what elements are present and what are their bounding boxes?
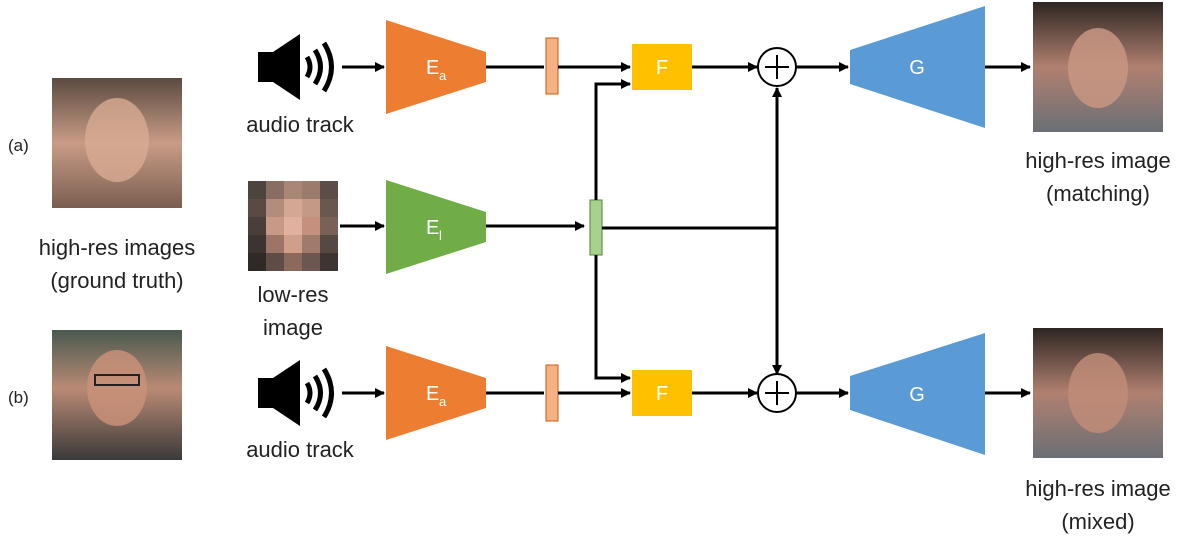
image-encoder-label: E — [426, 217, 439, 239]
audio-track-label-a: audio track — [246, 112, 355, 137]
ground-truth-label-line2: (ground truth) — [50, 268, 183, 293]
audio-encoder-subscript-a: a — [439, 68, 447, 83]
face-shape — [87, 350, 147, 426]
audio-encoder-label-a: E — [426, 57, 439, 79]
output-mixed-label-line2: (mixed) — [1061, 509, 1134, 534]
audio-embedding-a — [545, 37, 559, 95]
output-matching-label-line1: high-res image — [1025, 148, 1171, 173]
face-shape — [1068, 353, 1128, 433]
generator-label-b: G — [909, 384, 925, 406]
low-res-image — [248, 181, 338, 271]
image-encoder-block — [386, 180, 486, 274]
image-encoder-subscript: l — [439, 228, 442, 243]
face-shape — [85, 98, 149, 182]
audio-encoder-label-b: E — [426, 383, 439, 405]
image-embedding — [589, 199, 603, 256]
generator-label-a: G — [909, 57, 925, 79]
arrow — [594, 79, 631, 200]
plus-node-a — [757, 47, 797, 87]
fusion-label-b: F — [656, 383, 668, 405]
audio-encoder-block-a — [386, 20, 486, 114]
row-b-tag: (b) — [8, 388, 29, 407]
output-mixed-label-line1: high-res image — [1025, 476, 1171, 501]
ground-truth-label-line1: high-res images — [39, 235, 196, 260]
fusion-label-a: F — [656, 57, 668, 79]
audio-encoder-block-b — [386, 346, 486, 440]
face-shape — [1068, 28, 1128, 108]
audio-encoder-subscript-b: a — [439, 394, 447, 409]
fusion-block-b — [632, 370, 692, 416]
low-res-label-line2: image — [263, 315, 323, 340]
speaker-icon — [258, 360, 334, 426]
low-res-label-line1: low-res — [258, 282, 329, 307]
plus-node-b — [757, 373, 797, 413]
audio-track-label-b: audio track — [246, 437, 355, 462]
audio-embedding-b — [545, 364, 559, 422]
speaker-icon — [258, 34, 334, 100]
arrow — [594, 255, 631, 383]
row-a-tag: (a) — [8, 136, 29, 155]
glasses-shape — [94, 374, 140, 386]
generator-block-a — [850, 6, 985, 128]
generator-block-b — [850, 333, 985, 455]
output-matching-label-line2: (matching) — [1046, 181, 1150, 206]
fusion-block-a — [632, 44, 692, 90]
